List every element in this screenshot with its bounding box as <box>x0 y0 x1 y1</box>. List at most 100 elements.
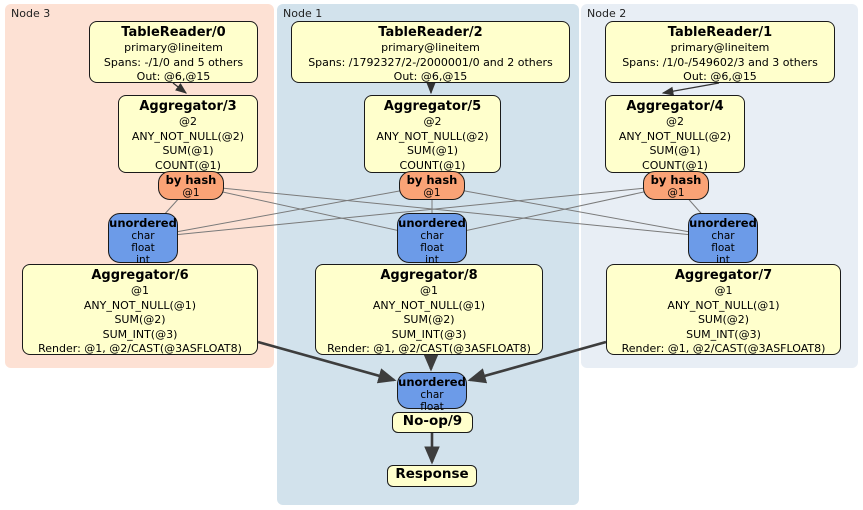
by-hash-router-node1: by hash @1 <box>399 171 465 200</box>
by-hash-router-node2: by hash @1 <box>643 171 709 200</box>
by-hash-router-node3: by hash @1 <box>158 171 224 200</box>
box-title: TableReader/0 <box>121 25 226 40</box>
box-line: ANY_NOT_NULL(@2) <box>618 129 732 143</box>
box-line: primary@lineitem <box>381 41 480 54</box>
box-line: ANY_NOT_NULL(@2) <box>376 129 489 143</box>
box-title: unordered <box>109 216 177 230</box>
box-title: Response <box>395 466 469 482</box>
response-box: Response <box>387 465 477 487</box>
box-line: SUM(@2) <box>403 313 455 326</box>
box-line: @1 <box>420 284 438 297</box>
box-line: SUM(@1) <box>649 144 701 157</box>
box-line: @1 <box>667 187 685 199</box>
box-line: Out: @6,@15 <box>136 70 211 83</box>
box-title: Aggregator/3 <box>139 99 237 114</box>
box-line: @2 <box>423 115 442 128</box>
box-line: Render: @1, @2/CAST(@3ASFLOAT8) <box>327 342 531 355</box>
box-title: Aggregator/7 <box>674 268 773 283</box>
node2-label: Node 2 <box>587 7 627 20</box>
box-body: @1 <box>400 187 464 199</box>
box-line: Out: @6,@15 <box>393 70 468 83</box>
noop-9-box: No-op/9 <box>392 412 473 433</box>
box-title: No-op/9 <box>402 413 463 429</box>
box-line: @1 <box>131 284 149 297</box>
box-line: @2 <box>666 115 684 128</box>
box-line: primary@lineitem <box>670 41 770 54</box>
box-line: SUM(@2) <box>697 313 750 326</box>
box-title: Aggregator/8 <box>380 268 478 283</box>
box-body: @1 <box>644 187 708 199</box>
box-line: ANY_NOT_NULL(@1) <box>372 298 486 312</box>
final-flow-arrows <box>257 340 607 465</box>
box-line: int <box>425 254 439 266</box>
box-title: TableReader/2 <box>378 25 483 40</box>
box-line: @1 <box>423 187 441 199</box>
box-line: char <box>420 389 444 401</box>
box-line: ANY_NOT_NULL(@1) <box>667 298 780 312</box>
box-line: ANY_NOT_NULL(@2) <box>131 129 245 143</box>
box-title: unordered <box>398 375 466 389</box>
box-line: Render: @1, @2/CAST(@3ASFLOAT8) <box>621 342 826 355</box>
box-line: COUNT(@1) <box>399 158 466 172</box>
box-body: @1 <box>159 187 223 199</box>
box-line: char <box>131 230 155 242</box>
box-line: SUM_INT(@3) <box>102 327 178 341</box>
box-line: ANY_NOT_NULL(@1) <box>83 298 197 312</box>
box-line: char <box>711 230 735 242</box>
box-line: Spans: /1792327/2-/2000001/0 and 2 other… <box>308 55 553 69</box>
box-title: by hash <box>650 173 702 187</box>
tablereader-aggregator-arrows <box>172 82 720 96</box>
box-line: SUM_INT(@3) <box>686 327 761 341</box>
box-line: Spans: -/1/0 and 5 others <box>103 55 244 69</box>
box-line: Spans: /1/0-/549602/3 and 3 others <box>622 55 818 69</box>
node1-label: Node 1 <box>283 7 323 20</box>
box-title: Aggregator/4 <box>626 99 724 114</box>
box-title: by hash <box>165 173 217 187</box>
box-line: SUM(@1) <box>162 144 214 157</box>
box-line: int <box>716 254 730 266</box>
node3-label: Node 3 <box>11 7 51 20</box>
box-title: Aggregator/5 <box>383 99 482 114</box>
box-line: @1 <box>182 187 200 199</box>
box-title: TableReader/1 <box>667 25 773 40</box>
box-line: int <box>136 254 150 266</box>
box-line: char <box>420 230 444 242</box>
box-title: unordered <box>689 216 757 230</box>
box-line: Out: @6,@15 <box>683 70 757 83</box>
box-title: by hash <box>406 173 458 187</box>
box-line: SUM_INT(@3) <box>391 327 467 341</box>
box-line: Render: @1, @2/CAST(@3ASFLOAT8) <box>38 342 242 355</box>
box-line: COUNT(@1) <box>155 158 221 172</box>
box-line: float <box>420 401 444 413</box>
box-title: Aggregator/6 <box>91 268 189 283</box>
box-line: SUM(@1) <box>406 144 459 157</box>
box-line: float <box>131 242 155 254</box>
box-line: COUNT(@1) <box>642 158 708 172</box>
box-line: @1 <box>714 284 733 297</box>
box-line: float <box>711 242 735 254</box>
